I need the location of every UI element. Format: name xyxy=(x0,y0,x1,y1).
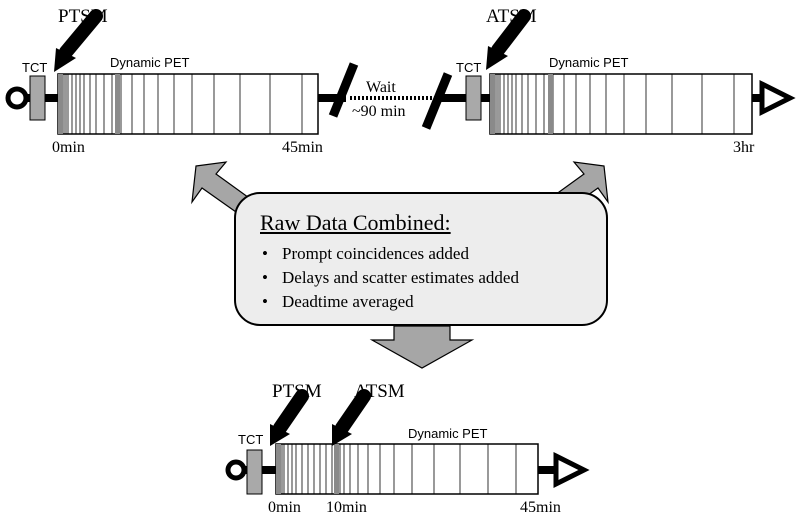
list-item: Prompt coincidences added xyxy=(260,242,606,266)
end-time-label: 45min xyxy=(282,139,323,156)
frame-lines xyxy=(490,74,735,134)
frame-marker xyxy=(490,74,495,134)
frame-marker xyxy=(548,74,553,134)
timeline-axis-line xyxy=(752,94,762,102)
tct-block xyxy=(29,75,46,121)
tct-label: TCT xyxy=(456,60,481,75)
tct-label: TCT xyxy=(22,60,47,75)
end-time-label: 45min xyxy=(520,499,561,516)
raw-data-title: Raw Data Combined: xyxy=(260,210,451,235)
injection-arrow-icon xyxy=(332,389,371,446)
top-left-timeline: TCT Dynamic PET PTSM 0min 45min xyxy=(5,6,346,156)
dynamic-pet-label: Dynamic PET xyxy=(549,55,629,70)
wait-duration-label: ~90 min xyxy=(352,103,406,120)
dynamic-pet-bar xyxy=(57,73,319,135)
tct-block xyxy=(465,75,482,121)
frame-marker xyxy=(276,444,281,494)
wait-label: Wait xyxy=(366,79,396,96)
list-item: Deadtime averaged xyxy=(260,290,606,314)
frame-lines xyxy=(276,444,517,494)
start-time-label: 0min xyxy=(52,139,85,156)
top-right-timeline: TCT Dynamic PET ATSM 3hr xyxy=(440,6,796,156)
frame-lines xyxy=(58,74,303,134)
list-item: Delays and scatter estimates added xyxy=(260,266,606,290)
injection-arrow-icon xyxy=(270,389,309,446)
timeline-end-arrow-icon xyxy=(553,451,590,489)
dynamic-pet-bar xyxy=(275,443,539,495)
timeline-axis-line xyxy=(440,94,490,102)
timeline-end-arrow-icon xyxy=(759,79,796,117)
end-time-label: 3hr xyxy=(733,139,755,156)
bottom-timeline: TCT Dynamic PET PTSM ATSM 0min 10min 45m… xyxy=(225,381,590,516)
frame-marker xyxy=(334,444,339,494)
mid-time-label: 10min xyxy=(326,499,367,516)
raw-data-list: Prompt coincidences added Delays and sca… xyxy=(260,242,606,314)
timeline-start-circle xyxy=(225,459,247,481)
down-arrow-icon xyxy=(369,325,475,369)
timeline-start-circle xyxy=(5,86,29,110)
wait-break: Wait ~90 min xyxy=(328,62,453,130)
dynamic-pet-label: Dynamic PET xyxy=(408,426,488,441)
break-slash xyxy=(421,72,453,130)
injection-arrow-icon xyxy=(54,9,103,72)
dynamic-pet-label: Dynamic PET xyxy=(110,55,190,70)
tct-label: TCT xyxy=(238,432,263,447)
timeline-axis-line xyxy=(318,94,346,102)
injection-arrow-icon xyxy=(486,9,531,70)
break-slash xyxy=(328,62,359,118)
frame-marker xyxy=(115,74,120,134)
start-time-label: 0min xyxy=(268,499,301,516)
tct-block xyxy=(246,449,263,495)
raw-data-combined-box: Raw Data Combined: Prompt coincidences a… xyxy=(234,192,608,326)
dynamic-pet-bar xyxy=(489,73,753,135)
timeline-axis-line xyxy=(538,466,558,474)
frame-marker xyxy=(58,74,63,134)
